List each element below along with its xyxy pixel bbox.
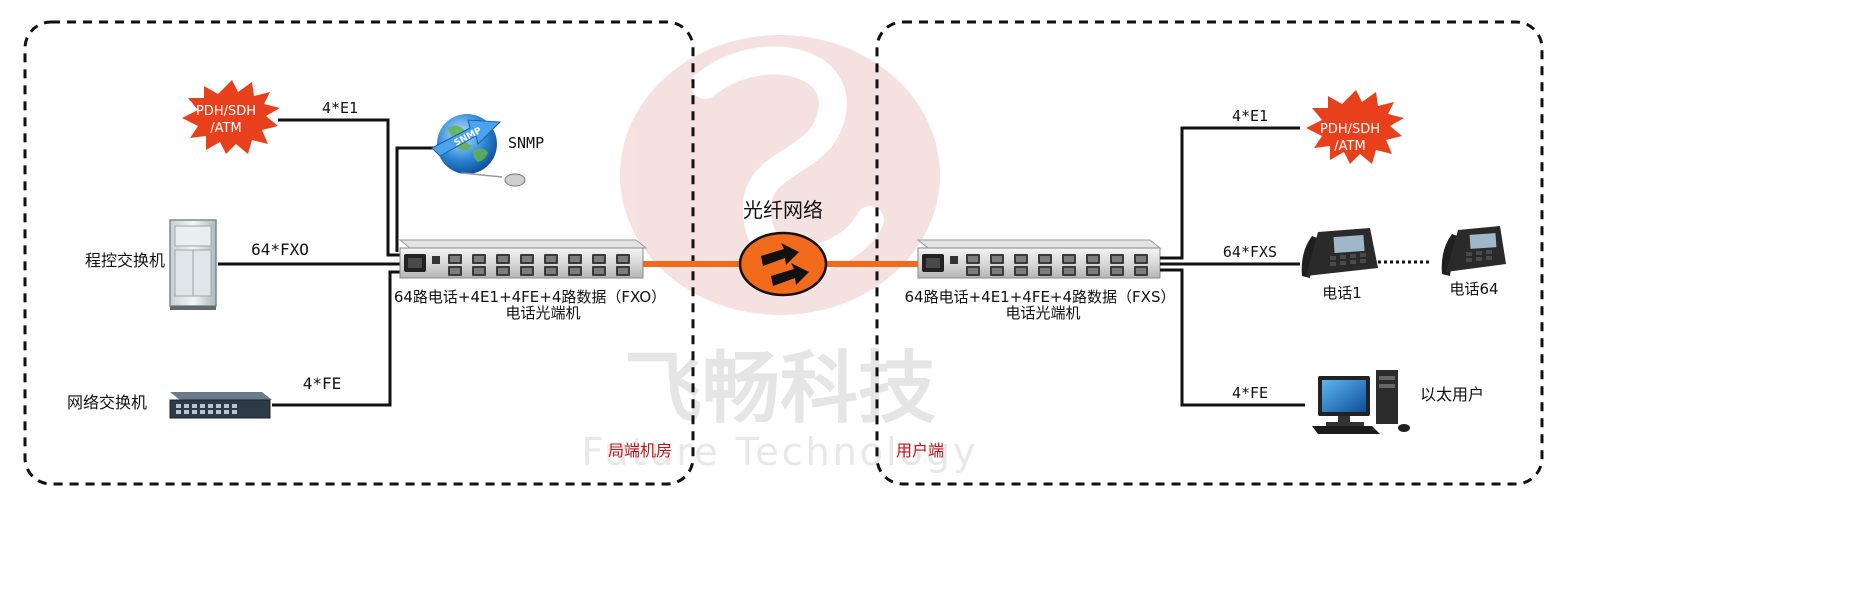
right-e1-wire	[1160, 126, 1300, 260]
right-e1-label: 4*E1	[1232, 107, 1268, 125]
phone-64-icon	[1441, 226, 1506, 276]
right-optical-terminal	[916, 239, 1162, 279]
right-fxs-label: 64*FXS	[1223, 243, 1277, 261]
right-pdh-burst	[1306, 90, 1404, 164]
right-pdh-label-1: PDH/SDH	[1320, 122, 1380, 137]
left-pdh-burst	[182, 80, 280, 154]
right-zone-label: 用户端	[896, 441, 944, 460]
left-e1-wire	[278, 118, 410, 257]
right-fe-label: 4*FE	[1232, 384, 1268, 402]
phone-64-label: 电话64	[1449, 280, 1498, 298]
right-unit-line1: 64路电话+4E1+4FE+4路数据（FXS）	[905, 288, 1176, 306]
network-switch-icon	[169, 392, 272, 419]
left-pdh-label-1: PDH/SDH	[196, 104, 256, 119]
pbx-label: 程控交换机	[85, 251, 165, 270]
right-pdh-label-2: /ATM	[1334, 139, 1365, 154]
fiber-network-icon	[738, 231, 828, 297]
phone-1-icon	[1301, 228, 1378, 278]
left-unit-line1: 64路电话+4E1+4FE+4路数据（FXO）	[394, 288, 666, 306]
double-arrow-icon	[761, 243, 809, 286]
pbx-cabinet-icon	[169, 219, 217, 310]
left-zone-frame	[23, 20, 695, 486]
watermark-cn: 飞畅科技	[624, 344, 936, 434]
left-e1-label: 4*E1	[322, 99, 358, 117]
watermark-en: Future Technology	[582, 430, 979, 474]
left-unit-line2: 电话光端机	[505, 304, 580, 322]
snmp-label: SNMP	[508, 134, 544, 152]
right-fe-wire	[1160, 268, 1305, 407]
right-unit-line2: 电话光端机	[1005, 304, 1080, 322]
left-pdh-label-2: /ATM	[210, 121, 241, 136]
phone-1-label: 电话1	[1322, 284, 1362, 302]
left-fe-wire	[272, 270, 405, 407]
left-fxo-label: 64*FXO	[251, 240, 309, 259]
right-zone-frame	[875, 20, 1544, 486]
left-snmp-wire	[395, 146, 438, 252]
computer-icon	[1312, 370, 1410, 434]
fiber-network-label: 光纤网络	[743, 198, 823, 222]
switch-label: 网络交换机	[67, 393, 147, 412]
ethernet-user-label: 以太用户	[1420, 385, 1484, 404]
left-fe-label: 4*FE	[303, 374, 342, 393]
snmp-globe-icon: SNMP	[431, 114, 526, 187]
left-zone-label: 局端机房	[608, 441, 672, 460]
watermark: 飞畅科技 Future Technology	[582, 35, 979, 474]
left-optical-terminal	[398, 239, 648, 279]
